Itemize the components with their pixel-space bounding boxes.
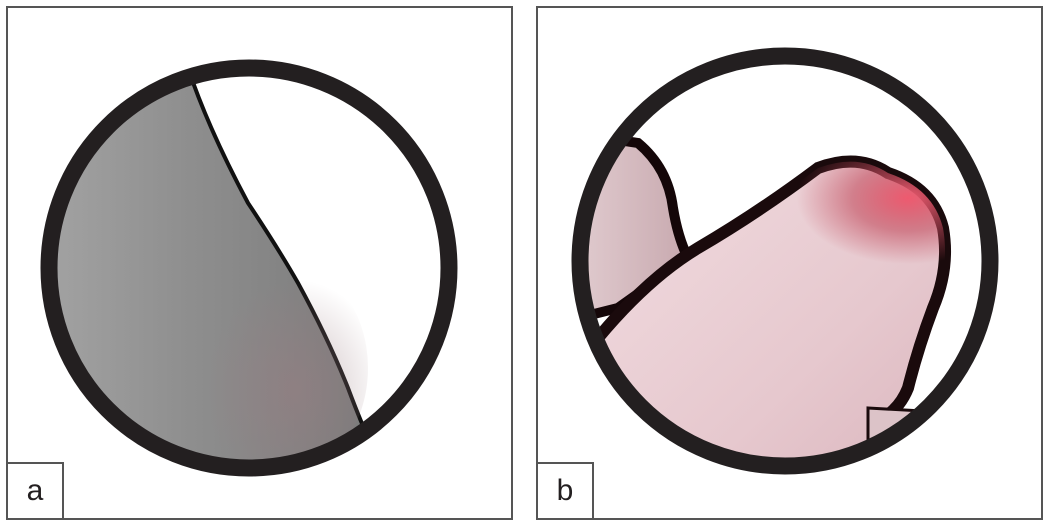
panel-label-box-a: a [8, 462, 64, 518]
figure-panel-b: b [536, 6, 1043, 520]
zoom-ring-b [571, 47, 999, 475]
zoom-view-a [40, 59, 458, 477]
zoom-ring-a [40, 59, 458, 477]
panel-label-a: a [26, 474, 44, 507]
figure-panel-a: a [6, 6, 513, 520]
zoomed-surface-a [49, 68, 449, 468]
zoomed-surface-b [580, 56, 990, 466]
panel-label-b: b [556, 474, 574, 507]
zoom-view-b [571, 47, 999, 475]
panel-label-box-b: b [538, 462, 594, 518]
